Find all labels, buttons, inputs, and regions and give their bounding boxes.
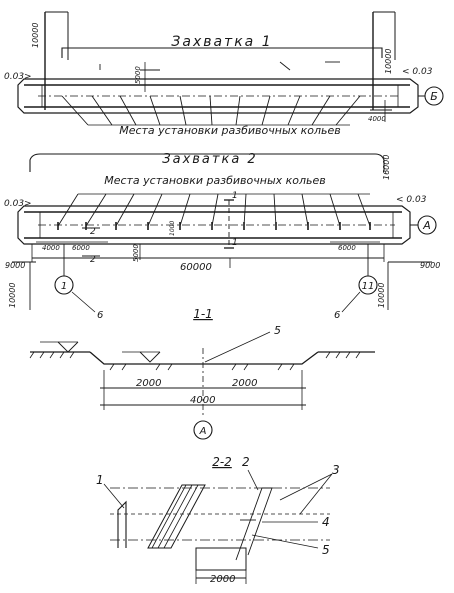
dim-6000-right: 6000 [338,244,356,252]
callout-6-right: 6 [334,310,340,321]
dim-10000-bottom-right: 10000 [377,283,386,308]
dim-2000-right: 2000 [232,378,257,389]
dim-4000-mid: 4000 [42,244,60,252]
callout-2: 2 [242,455,250,469]
dim-5000-mid: 5000 [132,244,140,262]
callout-5-section: 5 [274,324,281,337]
callout-1: 1 [96,473,104,487]
zone-2-bracket [29,153,385,172]
axis-a-section-label: А [199,426,207,437]
dim-9000-right: 9000 [420,261,440,270]
section-1-1-title: 1-1 [193,307,213,321]
callout-6-left: 6 [97,310,103,321]
cut-2-bottom: 2 [90,255,96,265]
dim-10000-top-left: 10000 [31,23,40,48]
cut-1-top: 1 [232,191,238,201]
cut-1-bottom: 1 [232,238,238,248]
section-1-1 [29,331,375,440]
dim-6000: 6000 [72,244,90,252]
zone-2-title: Захватка 2 [162,152,257,167]
level-top-left: 0.03> [4,72,32,82]
axis-11-label: 11 [362,281,375,292]
callout-5: 5 [322,543,330,557]
dim-4000-top: 4000 [368,115,386,123]
dim-2000-left: 2000 [136,378,161,389]
level-top-right: < 0.03 [402,67,433,77]
level-bottom-left: 0.03> [4,199,32,209]
plan-zone-1 [17,11,444,126]
callout-4: 4 [322,515,330,529]
dim-5000-top: 5000 [134,66,142,84]
dim-10000-bottom-left: 10000 [8,283,17,308]
cut-2-top: 2 [90,227,96,237]
level-bottom-right: < 0.03 [396,195,427,205]
dim-2000-section-2: 2000 [210,574,235,585]
dim-9000-left: 9000 [5,261,25,270]
axis-b-label: Б [430,90,438,103]
peg-leaders-top [61,95,361,126]
section-2-2-title: 2-2 [212,455,232,469]
axis-a-label: А [422,219,431,232]
zone-1-title: Захватка 1 [171,34,272,50]
plan-zone-2 [12,193,437,313]
dim-10000-top-right: 10000 [384,49,393,74]
section-2-2 [103,469,333,584]
dim-16000: 16000 [382,155,391,180]
peg-locations-label-bottom: Места установки разбивочных кольев [104,174,326,187]
callout-3: 3 [332,463,340,477]
peg-leaders-bottom [57,193,371,227]
dim-1000: 1000 [169,221,176,236]
peg-locations-label-top: Места установки разбивочных кольев [119,124,341,137]
axis-1-label: 1 [61,281,67,292]
dim-60000: 60000 [180,262,212,273]
dim-4000-section: 4000 [190,395,215,406]
